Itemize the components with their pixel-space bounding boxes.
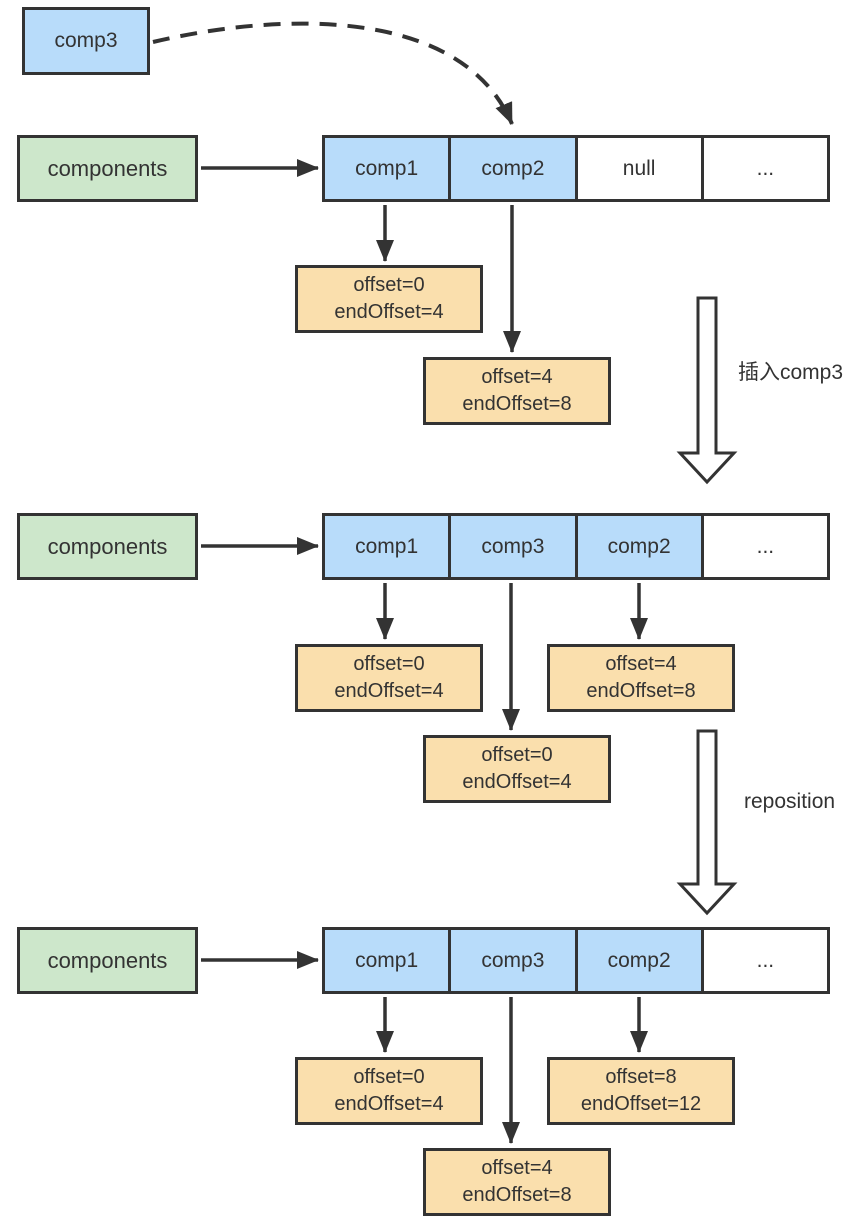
array2-cell-comp1: comp1 — [325, 516, 449, 577]
array3-cell-more: ... — [700, 930, 827, 991]
offset-line: offset=4 — [605, 653, 677, 675]
offset-line: offset=4 — [481, 366, 553, 388]
big-arrow-reposition — [676, 729, 738, 916]
offset-line: offset=4 — [481, 1157, 553, 1179]
components-pointer-2: components — [17, 513, 198, 580]
array2-cell-comp2: comp2 — [574, 516, 701, 577]
offset-box-s2-comp2: offset=4 endOffset=8 — [547, 644, 735, 712]
transition-label-insert: 插入comp3 — [738, 361, 844, 384]
array1-cell-more: ... — [700, 138, 827, 199]
offset-line: offset=0 — [353, 653, 425, 675]
big-arrow-insert — [676, 296, 738, 485]
comp3-floating-box: comp3 — [22, 7, 150, 75]
array-3: comp1 comp3 comp2 ... — [322, 927, 830, 994]
endoffset-line: endOffset=4 — [334, 301, 444, 323]
offset-line: offset=0 — [481, 744, 553, 766]
offset-line: offset=0 — [353, 274, 425, 296]
transition-label-reposition: reposition — [744, 790, 836, 813]
components-pointer-1: components — [17, 135, 198, 202]
array1-cell-comp2: comp2 — [448, 138, 575, 199]
array2-cell-more: ... — [700, 516, 827, 577]
offset-box-s3-comp3: offset=4 endOffset=8 — [423, 1148, 611, 1216]
array3-cell-comp1: comp1 — [325, 930, 449, 991]
offset-box-s3-comp1: offset=0 endOffset=4 — [295, 1057, 483, 1125]
endoffset-line: endOffset=8 — [462, 393, 572, 415]
offset-box-s1-comp2: offset=4 endOffset=8 — [423, 357, 611, 425]
endoffset-line: endOffset=12 — [580, 1093, 702, 1115]
array1-cell-comp1: comp1 — [325, 138, 449, 199]
array-1: comp1 comp2 null ... — [322, 135, 830, 202]
array3-cell-comp2: comp2 — [574, 930, 701, 991]
offset-box-s2-comp3: offset=0 endOffset=4 — [423, 735, 611, 803]
comp3-insert-dashed-arrow — [152, 21, 514, 125]
endoffset-line: endOffset=4 — [334, 1093, 444, 1115]
endoffset-line: endOffset=8 — [462, 1184, 572, 1206]
array1-cell-null: null — [574, 138, 701, 199]
endoffset-line: endOffset=4 — [334, 680, 444, 702]
offset-box-s2-comp1: offset=0 endOffset=4 — [295, 644, 483, 712]
array3-cell-comp3: comp3 — [448, 930, 575, 991]
array-2: comp1 comp3 comp2 ... — [322, 513, 830, 580]
endoffset-line: endOffset=4 — [462, 771, 572, 793]
array2-cell-comp3: comp3 — [448, 516, 575, 577]
offset-line: offset=8 — [605, 1066, 677, 1088]
endoffset-line: endOffset=8 — [586, 680, 696, 702]
offset-line: offset=0 — [353, 1066, 425, 1088]
offset-box-s1-comp1: offset=0 endOffset=4 — [295, 265, 483, 333]
components-pointer-3: components — [17, 927, 198, 994]
offset-box-s3-comp2: offset=8 endOffset=12 — [547, 1057, 735, 1125]
